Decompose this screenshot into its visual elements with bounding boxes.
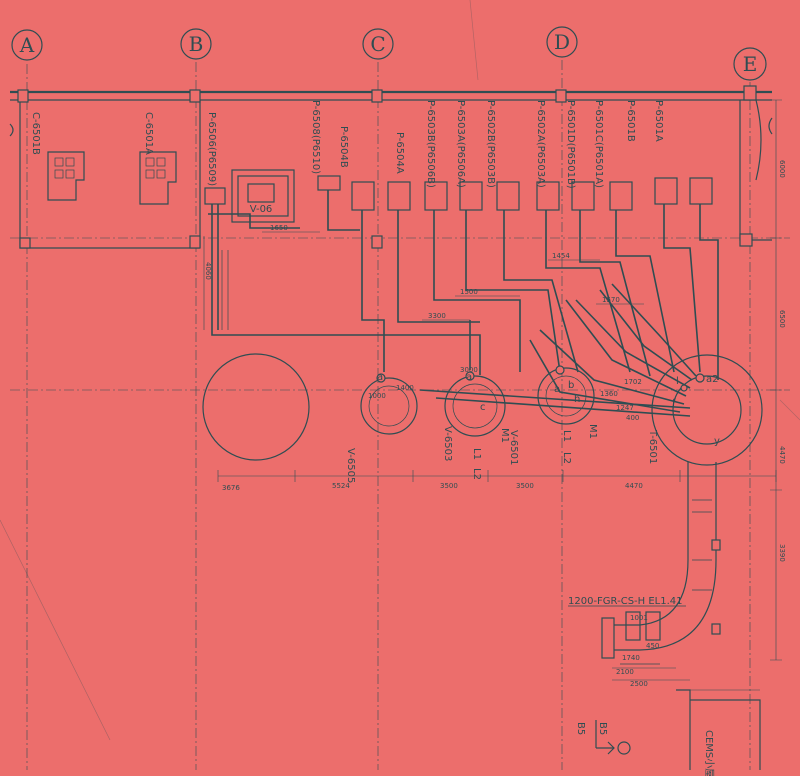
tank-v06-label: V-06	[250, 204, 273, 215]
dim-1650: 1650	[270, 224, 288, 232]
grid-bubble-b: B	[180, 28, 212, 60]
dim-1400: 1400	[396, 384, 414, 392]
equipment-label-p6506: P-6506(P6509)	[206, 112, 217, 186]
dim-bottom-3500-a: 3500	[440, 482, 458, 490]
piping	[208, 190, 719, 417]
vessel-v6501: a h b V-6501 M1 L1 L2	[508, 365, 598, 465]
grid-bubble-e: E	[733, 47, 767, 81]
grid-bubble-d: D	[546, 26, 578, 58]
section-mark-b5-right: B5	[597, 722, 608, 735]
dim-3000: 3000	[460, 366, 478, 374]
compressor-c6501b	[47, 151, 85, 201]
nozzle-l1-v6503: L1	[471, 448, 482, 460]
grid-label-e: E	[743, 52, 758, 76]
nozzle-f-t6501: f	[672, 398, 676, 409]
equipment-label-p6503a: P-6503A(P6506A)	[455, 100, 466, 188]
equipment-label-p6508: P-6508(P6510)	[310, 100, 321, 174]
nozzle-m1-v6501: M1	[587, 424, 598, 439]
tank-v06: V-06	[231, 169, 295, 223]
dim-1702: 1702	[624, 378, 642, 386]
bottom-dimensions: 3676 5524 3500 3500 4470	[217, 470, 777, 492]
building-walls	[9, 85, 773, 249]
dim-left-4060: 4060	[204, 262, 212, 280]
pump-footprints	[204, 175, 713, 211]
dim-3300: 3300	[428, 312, 446, 320]
dim-1500: 1500	[460, 288, 478, 296]
nozzle-l2-v6503: L2	[471, 468, 482, 480]
left-dimensions: 4060	[203, 236, 212, 330]
dim-bottom-5524: 5524	[332, 482, 350, 490]
section-mark-b5-left: B5	[575, 722, 586, 735]
vessel-v6505-label: V-6505	[345, 448, 356, 483]
scan-marks	[0, 0, 800, 741]
tank-t6501: T-6501 l a2 f y	[647, 354, 763, 466]
vessel-v6505: V-6505 a	[345, 372, 418, 483]
dim-1000: 1000	[368, 392, 386, 400]
grid-lines	[10, 60, 790, 770]
vessel-v6503: c a V-6503 M1 L1 L2	[442, 371, 510, 480]
dim-bottom-3500-b: 3500	[516, 482, 534, 490]
dim-right-6500: 6500	[778, 310, 786, 328]
section-marks: B5 B5	[575, 720, 631, 755]
dim-bottom-3676: 3676	[222, 484, 240, 492]
equipment-label-p6502b: P-6502B(P6503B)	[485, 100, 496, 188]
grid-bubble-a: A	[11, 29, 43, 61]
duct-label: 1200-FGR-CS-H EL1.41	[568, 596, 683, 607]
dim-right-3390: 3390	[778, 544, 786, 562]
dim-450: 450	[646, 642, 659, 650]
grid-label-b: B	[189, 32, 204, 56]
equipment-label-p6501b: P-6501B	[625, 100, 636, 142]
nozzle-l1-v6501: L1	[561, 430, 572, 442]
equipment-label-c6501a: C-6501A	[143, 112, 154, 155]
grid-bubbles: A B C D E	[11, 26, 767, 81]
dim-1247: 1247	[616, 404, 634, 412]
nozzle-m1-v6503: M1	[499, 428, 510, 443]
nozzle-c-v6503: c	[480, 402, 486, 413]
equipment-label-p6501d: P-6501D(P6501B)	[565, 100, 576, 189]
dim-1570: 1570	[602, 296, 620, 304]
nozzle-h-v6501: h	[574, 394, 580, 405]
tank-t6501-label: T-6501	[647, 429, 658, 464]
grid-label-a: A	[19, 33, 35, 57]
dim-1360: 1360	[600, 390, 618, 398]
nozzle-y-t6501: y	[714, 436, 720, 447]
nozzle-a2-t6501: a2	[706, 374, 719, 385]
equipment-label-p6504a: P-6504A	[394, 132, 405, 174]
grid-bubble-c: C	[362, 28, 394, 60]
equipment-label-p6504b: P-6504B	[338, 126, 349, 168]
grid-label-d: D	[554, 30, 570, 54]
cems-box-label: CEMS小屋	[703, 730, 715, 776]
dim-1001: 1001	[630, 614, 648, 622]
equipment-label-p6501a: P-6501A	[653, 100, 664, 142]
equipment-labels: C-6501B C-6501A P-6506(P6509) P-6508(P65…	[30, 100, 664, 189]
inner-dimensions: 1650 1500 3300 1454 1570 1000 1400 3000 …	[262, 224, 690, 688]
equipment-label-p6503b: P-6503B(P6506B)	[425, 100, 436, 188]
compressor-c6501a	[139, 151, 177, 205]
nozzle-a-v6505: a	[377, 372, 383, 383]
nozzle-l2-v6501: L2	[561, 452, 572, 464]
dim-bottom-4470: 4470	[625, 482, 643, 490]
cems-box: CEMS小屋	[676, 689, 761, 776]
grid-label-c: C	[370, 32, 385, 56]
dim-400: 400	[626, 414, 639, 422]
vessel-v6503-label: V-6503	[442, 426, 453, 461]
dim-1740: 1740	[622, 654, 640, 662]
vessel-v6501-label: V-6501	[508, 430, 519, 465]
equipment-label-c6501b: C-6501B	[30, 112, 41, 155]
dim-1454: 1454	[552, 252, 570, 260]
nozzle-a-v6503: a	[466, 372, 472, 383]
nozzle-a-v6501: a	[554, 384, 560, 395]
right-dimensions: 6000 6500 4470 3390	[770, 99, 786, 661]
dim-right-6000: 6000	[778, 160, 786, 178]
equipment-label-p6501c: P-6501C(P6501A)	[593, 100, 604, 188]
dim-right-4470: 4470	[778, 446, 786, 464]
flue-duct: 1200-FGR-CS-H EL1.41	[568, 462, 721, 665]
tank-empty-circle	[202, 353, 310, 461]
dim-2500: 2500	[630, 680, 648, 688]
nozzle-l-t6501: l	[676, 376, 679, 387]
equipment-label-p6502a: P-6502A(P6503A)	[535, 100, 546, 188]
dim-2100: 2100	[616, 668, 634, 676]
nozzle-b-v6501: b	[568, 380, 574, 391]
